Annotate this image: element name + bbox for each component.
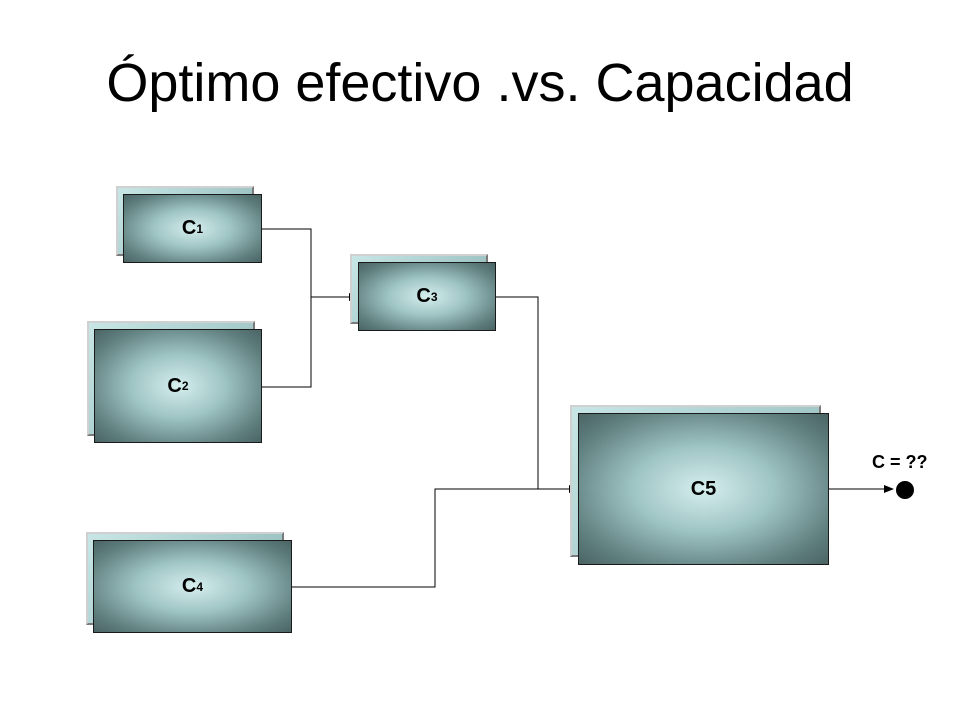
block-c3-label: C [416,285,431,307]
connector-c3 [496,296,539,489]
block-c5[interactable]: C5 [578,413,829,565]
block-c2-subscript: 2 [181,379,189,393]
connector-c2 [262,297,312,388]
connector-c4 [292,488,538,588]
connector-c1 [262,228,312,297]
slide-title: Óptimo efectivo .vs. Capacidad [106,53,854,113]
output-node [896,481,914,499]
block-c2-label: C [167,374,182,397]
output-label: C = ?? [872,452,928,472]
block-c4-label: C [181,575,197,597]
block-c1-label: C [181,217,197,239]
block-c3-subscript: 3 [430,289,438,304]
block-c4-subscript: 4 [196,579,204,594]
block-c5-label: C5 [690,477,717,500]
block-c1-subscript: 1 [196,221,204,236]
